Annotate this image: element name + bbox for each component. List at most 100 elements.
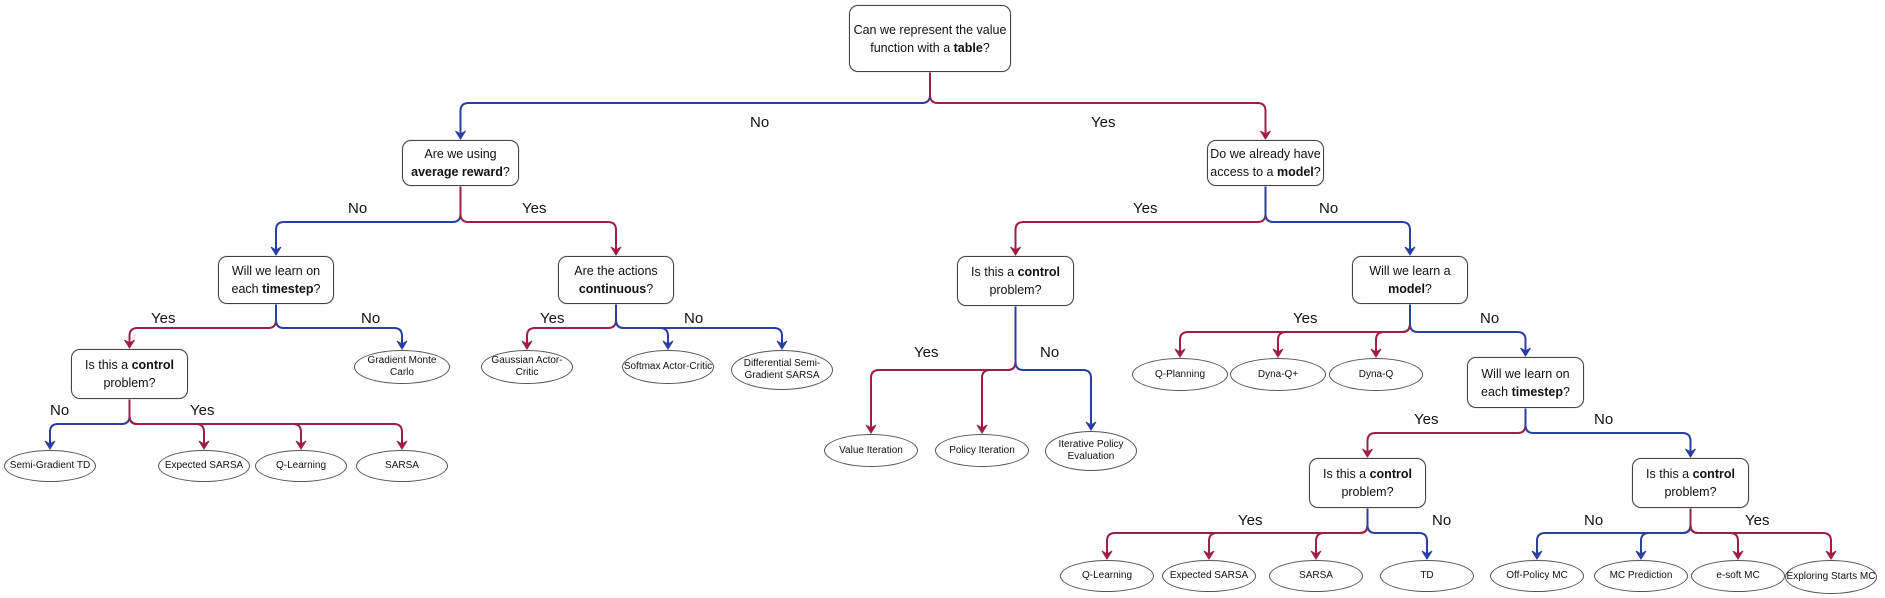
branch-label-yes: Yes xyxy=(1091,114,1116,131)
arrowhead-yes xyxy=(610,246,622,256)
branch-label-no: No xyxy=(361,310,381,327)
connector-no xyxy=(1366,508,1428,558)
arrowhead-no xyxy=(1520,347,1531,357)
leaf-sarsa: SARSA xyxy=(1269,560,1363,592)
branch-label-yes: Yes xyxy=(1133,200,1158,217)
arrowhead-no xyxy=(662,340,674,350)
arrowhead-yes xyxy=(1260,130,1271,140)
branch-label-yes: Yes xyxy=(914,344,939,361)
arrowhead-yes xyxy=(1370,348,1382,358)
branch-label-yes: Yes xyxy=(151,310,176,327)
arrowhead-no xyxy=(270,246,282,256)
connector-no xyxy=(275,304,403,348)
arrowhead-yes xyxy=(1101,550,1113,560)
leaf-gradient-monte-carlo: Gradient Monte Carlo xyxy=(354,350,450,384)
connector-no xyxy=(615,304,669,348)
leaf-iterative-policy-evaluation: Iterative Policy Evaluation xyxy=(1045,431,1137,471)
branch-label-yes: Yes xyxy=(1293,310,1318,327)
branch-label-yes: Yes xyxy=(190,402,215,419)
leaf-q-learning: Q-Learning xyxy=(1060,560,1154,592)
arrowhead-yes xyxy=(396,440,408,450)
question-learn-each-timestep: Will we learn on each timestep? xyxy=(1467,357,1584,408)
question-control-problem: Is this a control problem? xyxy=(71,349,188,399)
question-control-problem: Is this a control problem? xyxy=(1632,458,1749,508)
connector-yes xyxy=(1014,186,1267,254)
connector-yes xyxy=(128,399,403,448)
branch-label-no: No xyxy=(1319,200,1339,217)
arrowhead-yes xyxy=(295,440,307,450)
leaf-expected-sarsa: Expected SARSA xyxy=(158,450,250,482)
connector-yes xyxy=(459,186,617,254)
connector-yes xyxy=(1366,408,1527,456)
arrowhead-no xyxy=(1531,550,1543,560)
question-access-to-model: Do we already have access to a model? xyxy=(1207,140,1324,186)
connector-no xyxy=(1264,186,1411,254)
question-learn-a-model: Will we learn a model? xyxy=(1352,256,1468,304)
leaf-td: TD xyxy=(1380,560,1474,592)
arrowhead-yes xyxy=(1010,246,1021,256)
leaf-semi-gradient-td: Semi-Gradient TD xyxy=(4,450,96,482)
branch-label-yes: Yes xyxy=(1745,512,1770,529)
connector-no xyxy=(615,304,783,348)
leaf-expected-sarsa: Expected SARSA xyxy=(1162,560,1256,592)
connector-no xyxy=(1524,408,1692,456)
connector-no xyxy=(1014,306,1092,429)
question-learn-each-timestep: Will we learn on each timestep? xyxy=(218,256,334,304)
connector-no xyxy=(1640,508,1692,558)
branch-label-no: No xyxy=(1594,411,1614,428)
branch-label-no: No xyxy=(1432,512,1452,529)
branch-label-yes: Yes xyxy=(522,200,547,217)
connector-no xyxy=(1409,304,1527,355)
leaf-value-iteration: Value Iteration xyxy=(824,434,918,467)
arrowhead-no xyxy=(1404,246,1416,256)
question-table-representation: Can we represent the value function with… xyxy=(849,5,1011,72)
leaf-dyna-q: Dyna-Q xyxy=(1329,358,1423,391)
arrowhead-yes xyxy=(198,440,210,450)
arrowhead-no xyxy=(44,440,56,450)
arrowhead-yes xyxy=(1825,550,1837,560)
arrowhead-no xyxy=(396,340,408,350)
branch-label-no: No xyxy=(1480,310,1500,327)
arrowhead-no xyxy=(455,130,466,140)
connector-yes xyxy=(1315,508,1369,558)
branch-label-no: No xyxy=(1584,512,1604,529)
leaf-policy-iteration: Policy Iteration xyxy=(935,434,1029,467)
branch-label-yes: Yes xyxy=(540,310,565,327)
question-continuous-actions: Are the actions continuous? xyxy=(558,256,674,304)
connector-no xyxy=(459,72,931,138)
arrowhead-no xyxy=(1685,448,1696,458)
leaf-q-planning: Q-Planning xyxy=(1132,358,1228,391)
leaf-q-learning: Q-Learning xyxy=(255,450,347,482)
arrowhead-no xyxy=(1085,421,1097,431)
branch-label-no: No xyxy=(1040,344,1060,361)
arrowhead-yes xyxy=(521,340,533,350)
leaf-sarsa: SARSA xyxy=(356,450,448,482)
connector-yes xyxy=(929,72,1267,138)
arrowhead-yes xyxy=(865,424,877,434)
branch-label-no: No xyxy=(684,310,704,327)
arrowhead-yes xyxy=(124,339,135,349)
arrowhead-no xyxy=(1421,550,1433,560)
arrowhead-yes xyxy=(1203,550,1215,560)
connector-no xyxy=(275,186,462,254)
connector-yes xyxy=(1375,304,1411,356)
leaf-differential-semi-gradient-sarsa: Differential Semi-Gradient SARSA xyxy=(731,350,833,390)
arrowhead-yes xyxy=(1310,550,1322,560)
branch-label-no: No xyxy=(348,200,368,217)
arrowhead-no xyxy=(1635,550,1647,560)
question-control-problem: Is this a control problem? xyxy=(957,256,1074,306)
branch-label-no: No xyxy=(50,402,70,419)
arrowhead-yes xyxy=(976,424,988,434)
leaf-gaussian-actor-critic: Gaussian Actor-Critic xyxy=(481,350,573,384)
leaf-dyna-q-plus: Dyna-Q+ xyxy=(1230,358,1326,391)
connector-yes xyxy=(1689,508,1832,558)
leaf-off-policy-mc: Off-Policy MC xyxy=(1490,560,1584,592)
branch-label-no: No xyxy=(750,114,770,131)
arrowhead-yes xyxy=(1362,448,1373,458)
arrowhead-yes xyxy=(1732,550,1744,560)
arrowhead-no xyxy=(776,340,788,350)
leaf-exploring-starts-mc: Exploring Starts MC xyxy=(1785,560,1877,594)
arrowhead-yes xyxy=(1272,348,1284,358)
leaf-mc-prediction: MC Prediction xyxy=(1594,560,1688,592)
